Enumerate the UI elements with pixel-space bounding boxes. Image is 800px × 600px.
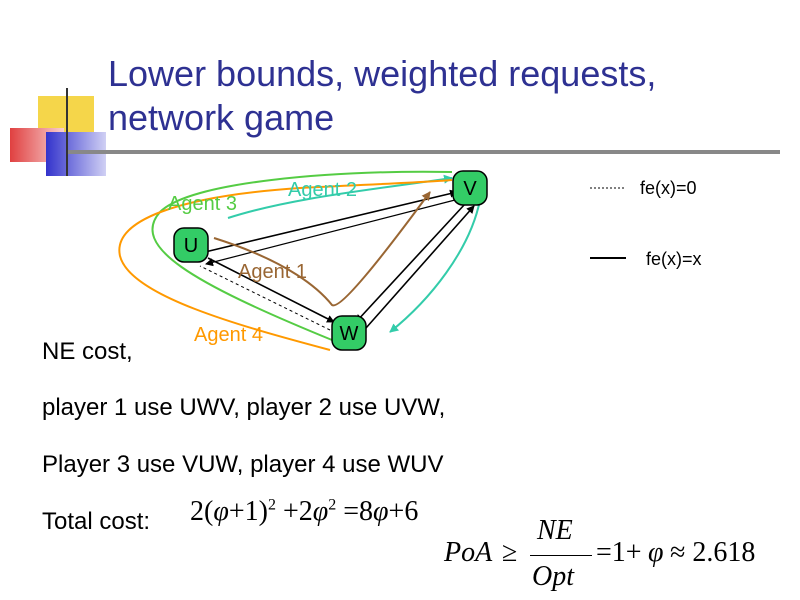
formula-part: +2 <box>282 496 313 527</box>
poa-numerator: NE <box>537 515 573 546</box>
edge-w-u-dashed <box>199 265 331 331</box>
formula-part: 2( <box>190 496 214 527</box>
slide-title: Lower bounds, weighted requests, network… <box>108 53 657 138</box>
edge-v-w <box>355 203 466 323</box>
node-w: W <box>331 315 367 351</box>
agent4-label: Agent 4 <box>194 324 263 346</box>
total-cost-formula: 2(φ+1)2 +2φ2 =8φ+6 <box>190 496 418 528</box>
agent1-path <box>213 191 431 307</box>
edges <box>199 189 475 331</box>
players-1-2-text: player 1 use UWV, player 2 use UVW, <box>42 394 446 421</box>
title-underline <box>68 150 780 154</box>
agent3-label: Agent 3 <box>168 193 237 215</box>
legend-solid-label: fe(x)=x <box>646 249 702 269</box>
node-v-label: V <box>463 178 477 200</box>
poa-denominator: Opt <box>532 561 574 592</box>
players-3-4-text: Player 3 use VUW, player 4 use WUV <box>42 451 444 478</box>
poa-phi: φ <box>648 537 664 568</box>
decor-blue-square <box>46 132 106 176</box>
poa-lhs: PoA <box>444 537 493 568</box>
formula-part: +1) <box>228 496 268 527</box>
poa-rhs: =1+ <box>596 537 642 568</box>
poa-formula: PoA ≥ NE Opt =1+ φ ≈ 2.618 <box>444 515 794 595</box>
decor-vertical-line <box>66 88 68 176</box>
edge-u-w <box>207 257 335 323</box>
agent2-path-2 <box>389 199 481 333</box>
legend-dashed-label: fe(x)=0 <box>640 178 697 198</box>
edge-v-u <box>205 199 456 267</box>
node-u: U <box>173 227 209 263</box>
formula-exponent: 2 <box>267 496 276 514</box>
formula-part: =8 <box>343 496 374 527</box>
node-u-label: U <box>184 235 198 257</box>
edge-w-v <box>365 205 475 329</box>
formula-part: +6 <box>388 496 419 527</box>
poa-fraction-bar <box>530 555 592 556</box>
node-v: V <box>452 170 488 206</box>
ne-cost-text: NE cost, <box>42 338 133 365</box>
node-w-label: W <box>340 323 359 345</box>
total-cost-text: Total cost: <box>42 508 151 535</box>
agent1-label: Agent 1 <box>238 261 307 283</box>
agent4-path <box>118 179 453 351</box>
formula-phi: φ <box>373 496 389 527</box>
formula-exponent: 2 <box>328 496 337 514</box>
poa-approx: ≈ 2.618 <box>670 537 756 568</box>
poa-geq: ≥ <box>502 537 518 568</box>
agent2-label: Agent 2 <box>288 179 357 201</box>
formula-phi: φ <box>312 496 329 527</box>
formula-phi: φ <box>213 496 229 527</box>
edge-u-v <box>204 189 458 253</box>
